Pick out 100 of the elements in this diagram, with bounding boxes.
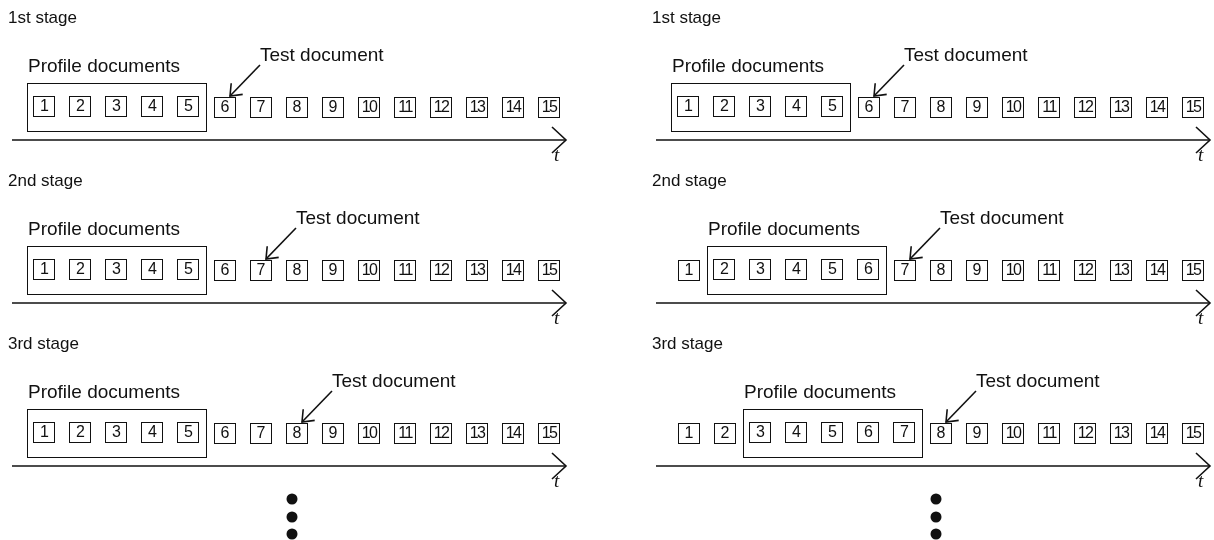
group-heading: Profile documents bbox=[28, 55, 181, 77]
document-box: 10 bbox=[1002, 260, 1024, 281]
annotation-text: Test document bbox=[940, 207, 1064, 229]
document-box: 11 bbox=[1038, 260, 1060, 281]
document-box: 4 bbox=[785, 259, 808, 281]
document-box: 15 bbox=[1182, 423, 1204, 444]
annotation-text: Test document bbox=[976, 370, 1100, 392]
document-box: 12 bbox=[1074, 260, 1096, 281]
document-box: 3 bbox=[749, 422, 772, 444]
axis-label: t bbox=[554, 145, 560, 165]
document-box: 2 bbox=[713, 96, 736, 118]
document-box: 12 bbox=[430, 423, 452, 444]
document-box: 3 bbox=[749, 259, 772, 281]
axis-label: t bbox=[1198, 308, 1204, 328]
document-box: 15 bbox=[538, 260, 560, 281]
document-box: 14 bbox=[502, 97, 524, 118]
document-box: 13 bbox=[466, 260, 488, 281]
document-box: 10 bbox=[358, 260, 380, 281]
document-box: 3 bbox=[749, 96, 772, 118]
document-box: 11 bbox=[1038, 97, 1060, 118]
document-box: 6 bbox=[214, 260, 236, 281]
document-box: 10 bbox=[358, 423, 380, 444]
stage-label: 3rd stage bbox=[8, 334, 79, 354]
annotation-text: Test document bbox=[296, 207, 420, 229]
document-box: 15 bbox=[1182, 97, 1204, 118]
document-box: 5 bbox=[177, 259, 200, 281]
document-box: 2 bbox=[69, 422, 92, 444]
document-box: 2 bbox=[69, 259, 92, 281]
document-box: 11 bbox=[1038, 423, 1060, 444]
group-heading: Profile documents bbox=[672, 55, 825, 77]
document-box: 13 bbox=[1110, 423, 1132, 444]
document-box: 15 bbox=[1182, 260, 1204, 281]
document-box: 6 bbox=[214, 423, 236, 444]
document-box: 1 bbox=[678, 260, 700, 281]
document-box: 9 bbox=[966, 97, 988, 118]
group-heading: Profile documents bbox=[28, 381, 181, 403]
document-box: 7 bbox=[893, 422, 916, 444]
document-box: 2 bbox=[713, 259, 736, 281]
annotation-text: Test document bbox=[904, 44, 1028, 66]
document-box: 7 bbox=[250, 423, 272, 444]
document-box: 10 bbox=[1002, 97, 1024, 118]
document-box: 11 bbox=[394, 423, 416, 444]
document-box: 9 bbox=[322, 423, 344, 444]
document-box: 7 bbox=[250, 97, 272, 118]
leader-arrow bbox=[301, 390, 333, 423]
document-box: 14 bbox=[1146, 260, 1168, 281]
stage-label: 2nd stage bbox=[652, 171, 727, 191]
document-box: 6 bbox=[214, 97, 236, 118]
document-box: 15 bbox=[538, 423, 560, 444]
stage-label: 2nd stage bbox=[8, 171, 83, 191]
document-box: 5 bbox=[821, 422, 844, 444]
document-box: 13 bbox=[466, 97, 488, 118]
stage-label: 1st stage bbox=[8, 8, 77, 28]
document-box: 12 bbox=[1074, 423, 1096, 444]
document-box: 4 bbox=[141, 259, 164, 281]
document-box: 8 bbox=[930, 260, 952, 281]
document-box: 1 bbox=[33, 259, 56, 281]
document-box: 3 bbox=[105, 259, 128, 281]
document-box: 11 bbox=[394, 97, 416, 118]
document-box: 2 bbox=[69, 96, 92, 118]
document-box: 14 bbox=[502, 260, 524, 281]
document-box: 8 bbox=[286, 97, 308, 118]
document-box: 12 bbox=[430, 97, 452, 118]
axis-label: t bbox=[1198, 471, 1204, 491]
group-heading: Profile documents bbox=[744, 381, 897, 403]
document-box: 11 bbox=[394, 260, 416, 281]
document-box: 6 bbox=[857, 422, 880, 444]
document-box: 14 bbox=[1146, 423, 1168, 444]
document-box: 9 bbox=[322, 97, 344, 118]
document-box: 15 bbox=[538, 97, 560, 118]
document-box: 4 bbox=[141, 422, 164, 444]
document-box: 7 bbox=[894, 260, 916, 281]
leader-arrow bbox=[265, 227, 297, 260]
leader-arrow bbox=[229, 64, 261, 97]
document-box: 8 bbox=[286, 423, 308, 444]
document-box: 7 bbox=[894, 97, 916, 118]
document-box: 7 bbox=[250, 260, 272, 281]
document-box: 8 bbox=[286, 260, 308, 281]
document-box: 6 bbox=[858, 97, 880, 118]
document-box: 6 bbox=[857, 259, 880, 281]
document-box: 5 bbox=[177, 422, 200, 444]
document-box: 14 bbox=[502, 423, 524, 444]
group-heading: Profile documents bbox=[28, 218, 181, 240]
axis-label: t bbox=[554, 471, 560, 491]
document-box: 9 bbox=[966, 260, 988, 281]
document-box: 5 bbox=[821, 96, 844, 118]
document-box: 1 bbox=[677, 96, 700, 118]
document-box: 9 bbox=[966, 423, 988, 444]
document-box: 4 bbox=[785, 422, 808, 444]
annotation-text: Test document bbox=[332, 370, 456, 392]
document-box: 1 bbox=[678, 423, 700, 444]
document-box: 13 bbox=[1110, 97, 1132, 118]
document-box: 12 bbox=[1074, 97, 1096, 118]
document-box: 13 bbox=[466, 423, 488, 444]
document-box: 8 bbox=[930, 423, 952, 444]
document-box: 10 bbox=[1002, 423, 1024, 444]
document-box: 1 bbox=[33, 422, 56, 444]
document-box: 13 bbox=[1110, 260, 1132, 281]
leader-arrow bbox=[909, 227, 941, 260]
document-box: 2 bbox=[714, 423, 736, 444]
